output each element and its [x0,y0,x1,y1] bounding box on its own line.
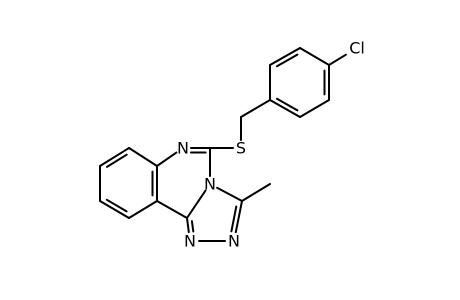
bond-c3t-N2 [234,200,243,234]
bond-b1-b2 [99,147,130,167]
bond-c4-ch2 [240,99,271,118]
bond-N1-c10b-second-line [190,220,195,233]
atom-label-cl: Cl [349,39,365,58]
atom-label-s: S [236,139,246,158]
bond-c4-c5 [269,99,301,118]
bond-c5-c6 [299,99,330,118]
bond-b4-c10a [128,200,158,219]
bond-c4-c5-second-line [276,97,299,112]
bond-Cl-c1 [328,53,347,66]
bond-b3-b4 [99,200,130,219]
bond-c10a-c10b [156,200,188,219]
atom-label-n6: N [177,139,189,158]
bond-c3t-N2-second-line [230,205,238,233]
bond-N6-c6a [156,151,178,167]
bonds-layer [99,47,347,242]
bond-b3-b4-second-line [105,198,128,213]
bond-b1-b2-second-line [106,153,128,168]
bond-c10b-N4 [186,189,207,219]
bond-c3t-me [241,183,271,202]
bond-N4-c3t [216,186,243,202]
bond-N1-c10b [186,217,190,234]
bond-c2-c3 [269,47,301,66]
atom-label-n2: N [228,232,240,251]
bond-c1-c2 [299,47,330,66]
bond-c6a-b1 [128,147,158,167]
bond-c2-c3-second-line [276,53,299,68]
atom-label-n4: N [204,175,216,194]
atom-label-n1: N [184,232,196,251]
